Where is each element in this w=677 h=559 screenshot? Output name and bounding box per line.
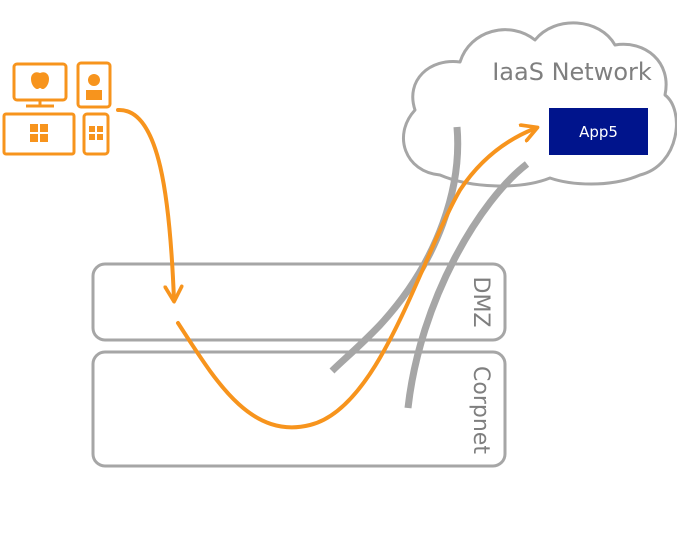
client-devices — [2, 61, 112, 156]
apple-desktop-icon — [12, 62, 68, 108]
tunnel-line-right — [404, 161, 530, 409]
android-tablet-icon — [76, 61, 112, 109]
flow-arrow-to-app5 — [176, 128, 536, 430]
tunnel-lines — [329, 126, 530, 409]
iaas-cloud: IaaS Network — [402, 21, 677, 188]
windows-laptop-icon — [2, 112, 76, 156]
tunnel-line-left — [329, 126, 462, 374]
app5-node: App5 — [549, 108, 648, 155]
windows-phone-icon — [82, 112, 110, 156]
corpnet-label: Corpnet — [468, 366, 493, 454]
dmz-zone: DMZ — [91, 262, 507, 342]
traffic-flow — [116, 107, 536, 430]
cloud-label: IaaS Network — [492, 58, 652, 86]
flow-arrow-to-dmz — [116, 107, 174, 300]
app5-label: App5 — [579, 123, 618, 141]
app5-box — [549, 108, 648, 155]
corpnet-zone: Corpnet — [91, 350, 507, 468]
dmz-label: DMZ — [468, 277, 493, 328]
